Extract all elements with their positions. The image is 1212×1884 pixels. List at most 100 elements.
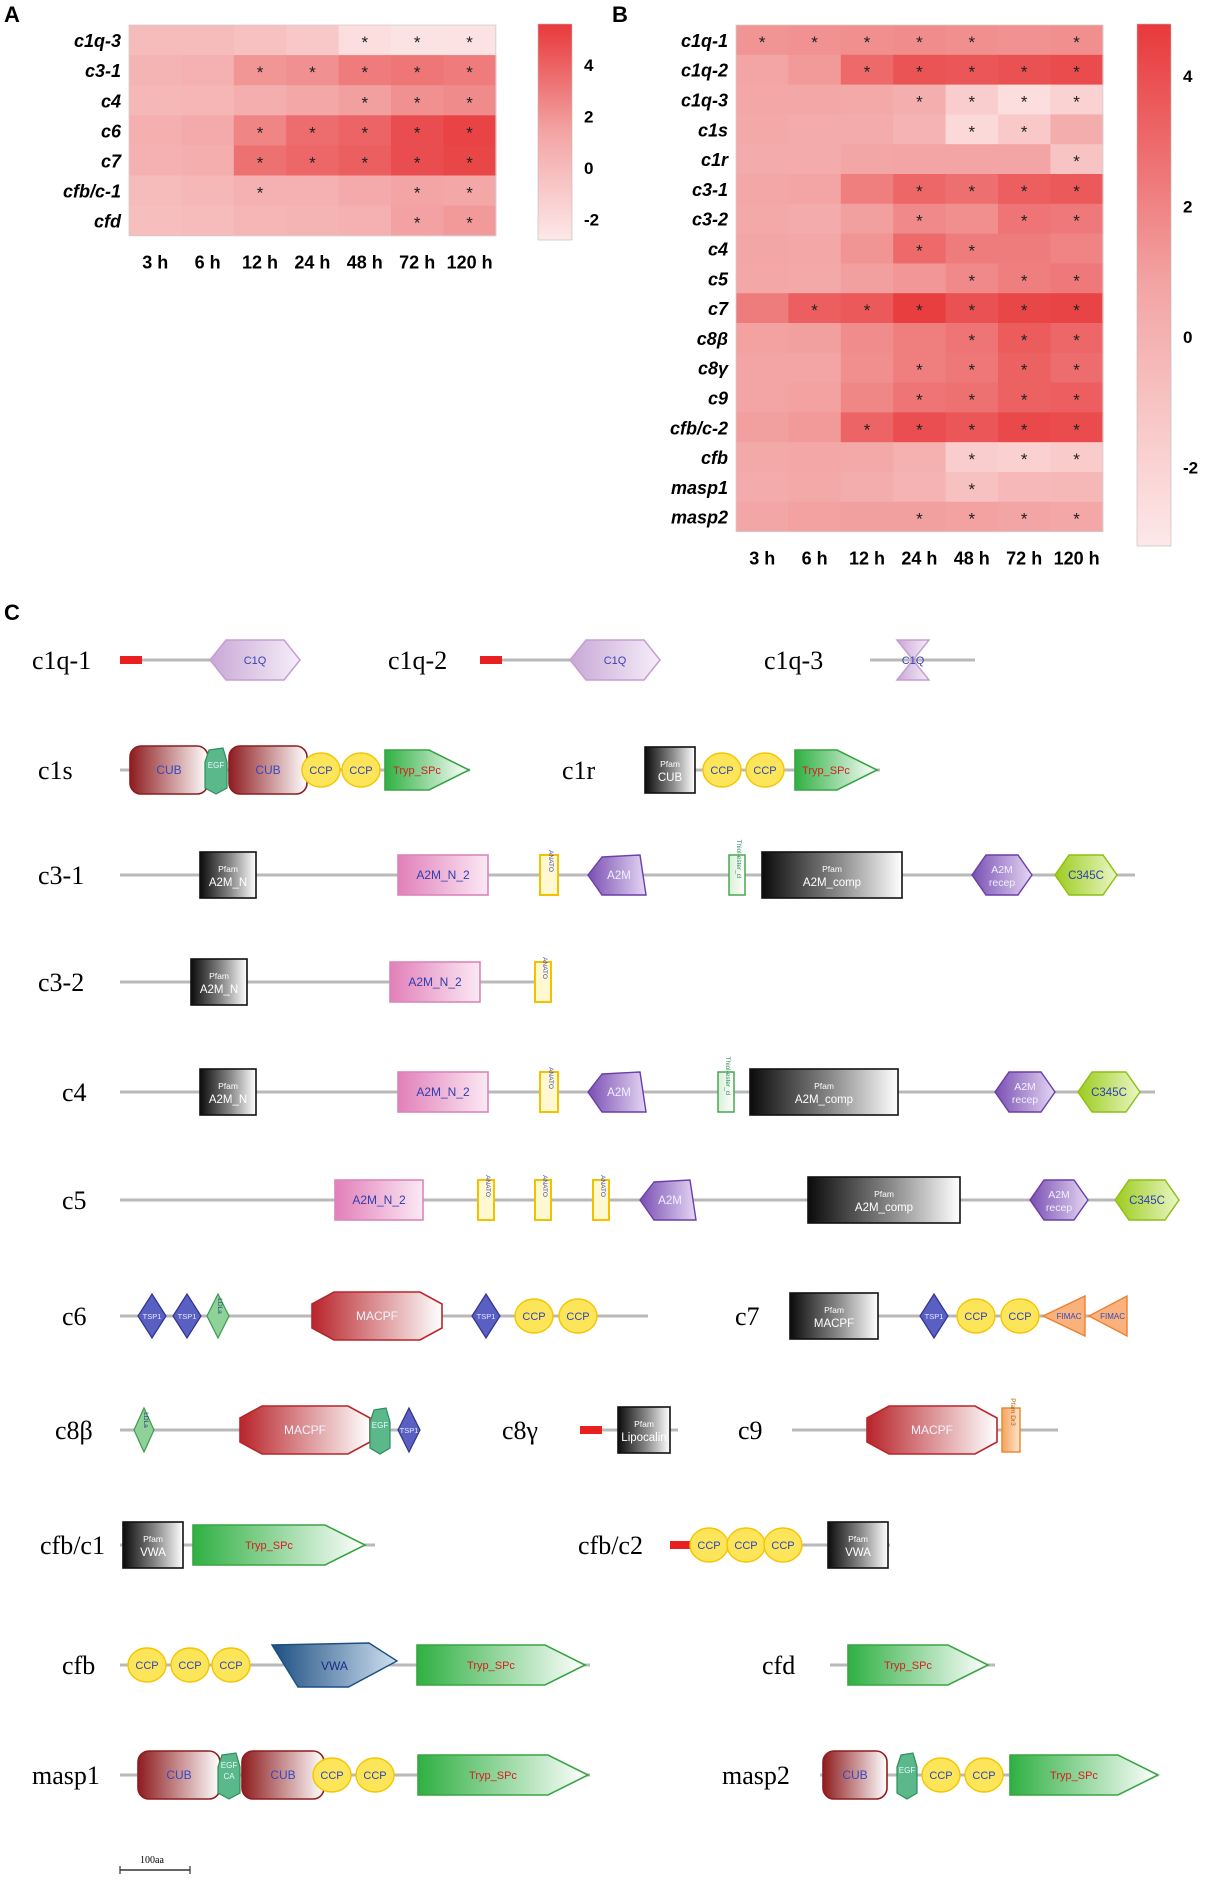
heatmap-cell <box>443 85 497 116</box>
domain-ccp: CCP <box>702 752 742 788</box>
domain-label: CUB <box>658 772 683 784</box>
heatmap-cell <box>233 85 287 116</box>
heatmap-cell <box>1050 323 1104 354</box>
heatmap-cell <box>893 114 947 145</box>
heatmap-cell <box>286 85 340 116</box>
significance-star: * <box>1073 420 1080 439</box>
significance-star: * <box>466 214 473 233</box>
significance-star: * <box>916 301 923 320</box>
heatmap-cell <box>998 293 1051 324</box>
heatmap-cell <box>736 144 789 175</box>
heatmap-cell <box>998 501 1051 533</box>
heatmap-cell <box>391 205 444 237</box>
domain-label: CCP <box>964 1311 987 1323</box>
domain-ccp: CCP <box>745 752 785 788</box>
domain-pfam-dr3: Pfam Dr3 <box>1001 1398 1021 1453</box>
domain-label: MACPF <box>911 1423 953 1437</box>
domain-label: ANATO <box>547 1067 554 1089</box>
domain-label: A2M_comp <box>855 1202 913 1214</box>
significance-star: * <box>916 33 923 52</box>
heatmap-cell <box>893 174 947 205</box>
domain-a2m-n-2: A2M_N_2 <box>389 961 481 1003</box>
domain-label: A2M_N_2 <box>408 975 462 989</box>
heatmap-cell <box>181 85 235 116</box>
heatmap-cell <box>181 55 235 86</box>
heatmap-cell <box>338 85 392 116</box>
domain-label: A2M_N_2 <box>416 1085 470 1099</box>
significance-star: * <box>466 93 473 112</box>
domain-anato: ANATO <box>534 957 552 1003</box>
row-label: c1q-2 <box>681 61 728 81</box>
domain-tryp-spc: Tryp_SPc <box>847 1644 990 1686</box>
protein-name: c1q-3 <box>764 646 823 675</box>
significance-star: * <box>1021 391 1028 410</box>
significance-star: * <box>1021 63 1028 82</box>
heatmap-cell <box>338 55 392 86</box>
row-label: cfb/c-2 <box>670 418 728 438</box>
domain-label: A2M_N_2 <box>416 868 470 882</box>
domain-label: ANATO <box>484 1175 491 1197</box>
row-label: cfd <box>94 212 122 232</box>
colorbar-tick: 2 <box>1183 198 1192 217</box>
significance-star: * <box>1073 331 1080 350</box>
significance-star: * <box>1021 301 1028 320</box>
domain-label: Tryp_SPc <box>802 765 850 777</box>
domain-label: CCP <box>734 1540 757 1552</box>
heatmap-cell <box>391 85 444 116</box>
domain-label: EGF <box>372 1421 389 1430</box>
domain-egf: EGF <box>204 747 228 795</box>
column-label: 120 h <box>447 253 493 273</box>
heatmap-cell <box>391 175 444 207</box>
domain-label: CCP <box>135 1660 158 1672</box>
pfam-tag: Pfam <box>660 759 680 769</box>
domain-label: Thiol-ester_cl <box>735 839 742 879</box>
heatmap-cell <box>443 205 497 237</box>
domain-ccp: CCP <box>763 1527 803 1563</box>
row-label: c5 <box>708 269 729 289</box>
significance-star: * <box>864 33 871 52</box>
domain-label: TSP1 <box>178 1312 197 1321</box>
heatmap-cell <box>736 323 789 354</box>
column-label: 12 h <box>849 549 885 569</box>
domain-label: A2M <box>1048 1189 1070 1201</box>
heatmap-cell <box>840 263 894 294</box>
significance-star: * <box>1021 361 1028 380</box>
heatmap-cell <box>893 412 947 443</box>
domain-ccp: CCP <box>514 1298 554 1334</box>
domain-thiol-ester-cl: Thiol-ester_cl <box>728 839 746 896</box>
column-label: 24 h <box>901 549 937 569</box>
domain-label: CCP <box>309 765 332 777</box>
heatmap-cell <box>945 144 999 175</box>
heatmap-cell <box>893 293 947 324</box>
domain-egf: EGF <box>369 1407 391 1455</box>
heatmap-cell <box>998 174 1051 205</box>
protein-name: c3-1 <box>38 861 84 890</box>
domain-label: EGF <box>899 1766 916 1775</box>
heatmap-cell <box>1050 174 1104 205</box>
domain-tryp-spc: Tryp_SPc <box>416 1644 587 1686</box>
heatmap-cell <box>233 145 287 176</box>
domain-label: A2M_N <box>200 984 238 996</box>
heatmap-cell <box>286 25 340 56</box>
domain-label: CUB <box>166 1768 191 1782</box>
domain-label: Thiol-ester_cl <box>724 1056 731 1096</box>
heatmap-cell <box>945 114 999 145</box>
domain-label: Tryp_SPc <box>467 1660 515 1672</box>
protein-name: masp2 <box>722 1761 790 1790</box>
domain-label: ANATO <box>541 957 548 979</box>
domain-label: CCP <box>697 1540 720 1552</box>
heatmap-cell <box>788 501 842 533</box>
domain-vwa: VWA <box>270 1642 399 1688</box>
domain-ccp: CCP <box>956 1298 996 1334</box>
domain-anato: ANATO <box>534 1175 552 1221</box>
domain-label: A2M <box>1014 1081 1036 1093</box>
